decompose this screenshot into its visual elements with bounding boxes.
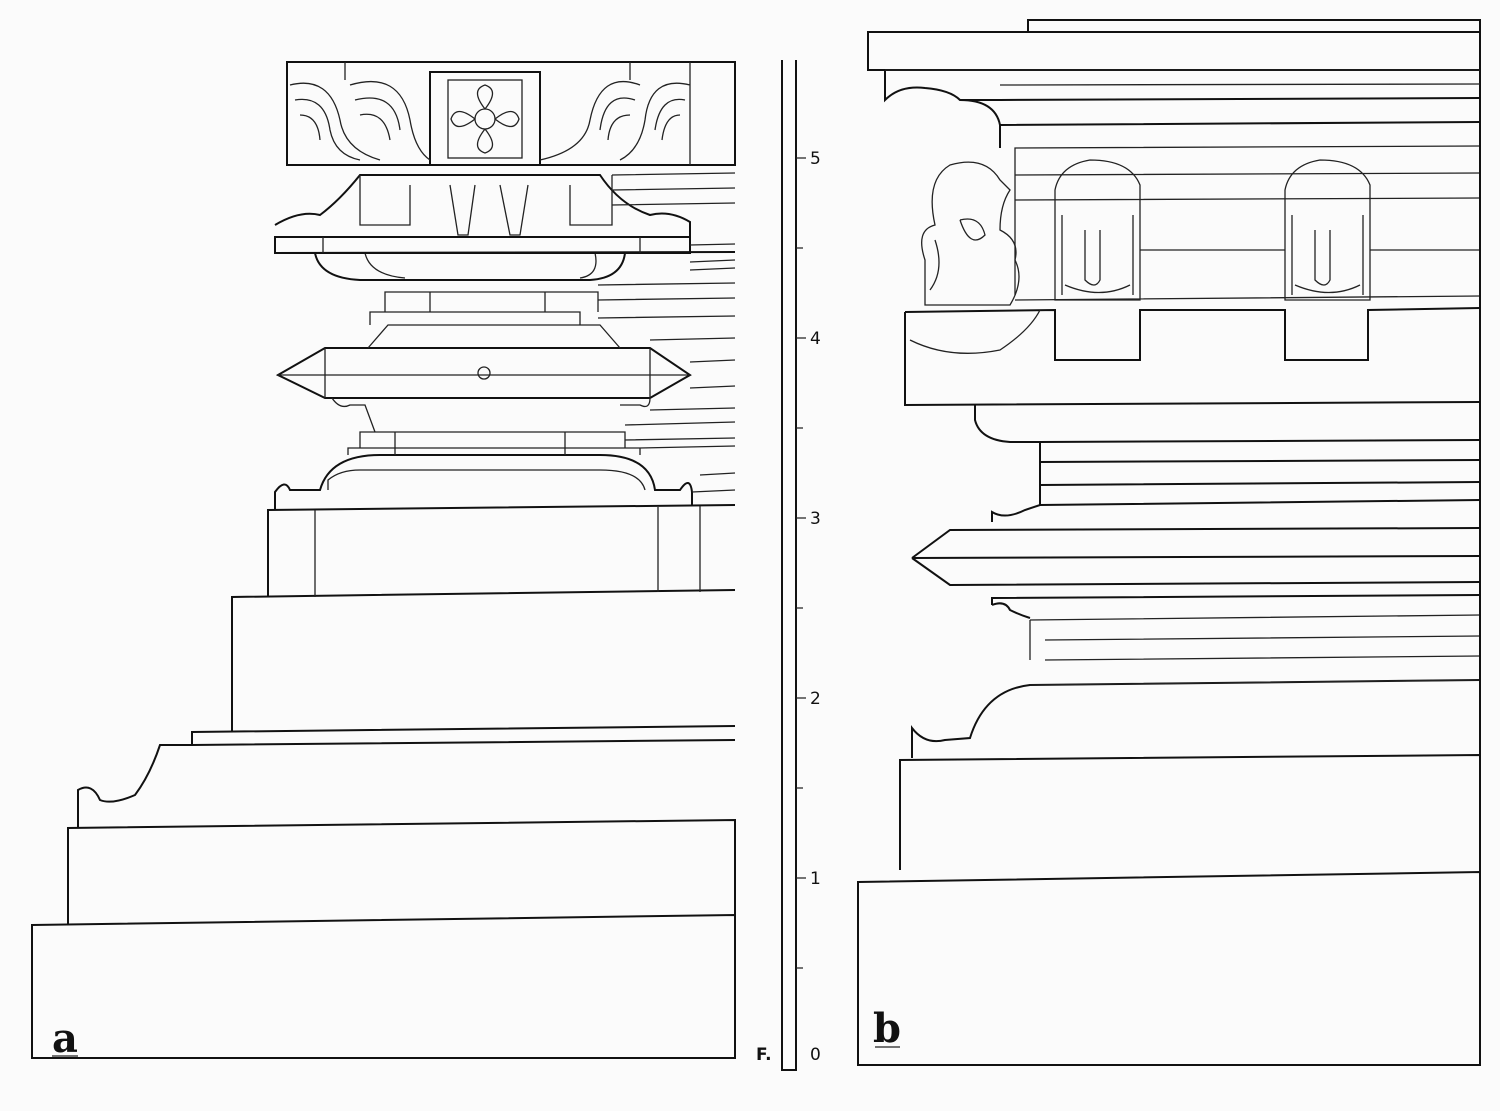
scale-tick-0: 0 bbox=[810, 1045, 821, 1065]
panel-a-block bbox=[231, 589, 736, 732]
panel-a-bevel-band bbox=[275, 347, 692, 399]
scale-tick-1: 1 bbox=[810, 869, 821, 889]
rosette-icon bbox=[477, 366, 491, 380]
panel-b-plinth bbox=[857, 870, 1481, 1066]
kala-head-ornament-2 bbox=[1284, 159, 1371, 301]
panel-label-b: b bbox=[873, 1005, 901, 1052]
panel-a-leaf-ornament bbox=[289, 62, 691, 165]
makara-head-ornament bbox=[921, 161, 1020, 306]
kala-head-ornament-1 bbox=[1054, 159, 1141, 301]
panel-a-moulding bbox=[77, 739, 736, 828]
scale-tick-5: 5 bbox=[810, 149, 821, 169]
panel-b-moulding bbox=[911, 679, 1481, 758]
panel-a-cushion bbox=[314, 252, 626, 281]
scale-tick-4: 4 bbox=[810, 329, 821, 349]
panel-b-corbel-band bbox=[904, 307, 1481, 407]
panel-b-cornice bbox=[867, 31, 1481, 71]
scale-unit-label: F. bbox=[756, 1045, 772, 1065]
panel-a-step-2 bbox=[67, 818, 736, 925]
flower-rosette-icon bbox=[474, 108, 496, 130]
panel-a-plinth bbox=[31, 913, 736, 1059]
scale-tick-3: 3 bbox=[810, 509, 821, 529]
panel-b-elevation bbox=[857, 19, 1481, 1066]
panel-b-bevel-band bbox=[911, 527, 1481, 587]
panel-a-elevation bbox=[31, 61, 736, 1059]
panel-a-capital-frieze bbox=[286, 61, 736, 166]
panel-label-a: a bbox=[52, 1015, 78, 1062]
scale-bar: 0 1 2 3 4 5 F. bbox=[756, 60, 821, 1071]
scale-tick-2: 2 bbox=[810, 689, 821, 709]
